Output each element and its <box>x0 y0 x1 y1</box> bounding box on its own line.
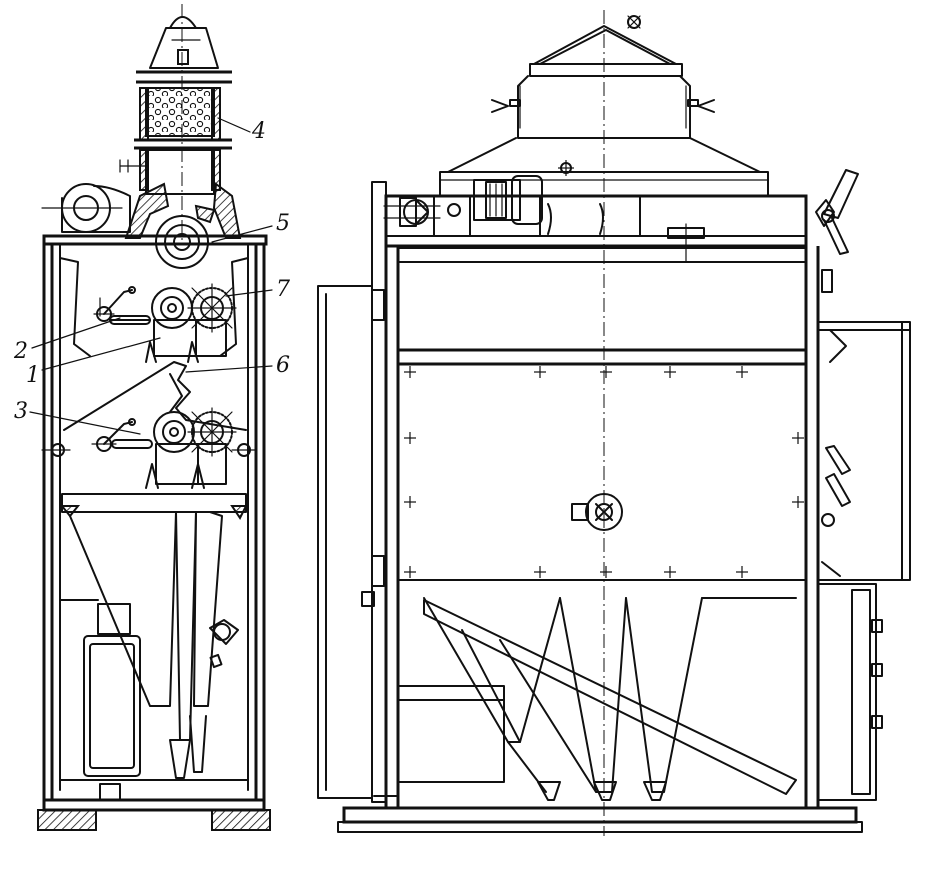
label-5: 5 <box>276 211 290 236</box>
right-front-view <box>317 10 911 836</box>
door-fasteners <box>404 366 804 578</box>
label-1: 1 <box>26 363 40 388</box>
label-2: 2 <box>13 339 28 364</box>
callouts: 4 5 7 6 2 1 3 <box>13 117 290 435</box>
label-3: 3 <box>14 399 28 424</box>
label-6: 6 <box>276 353 290 378</box>
label-4: 4 <box>251 119 266 144</box>
left-section-view <box>37 4 271 831</box>
label-7: 7 <box>276 277 290 302</box>
